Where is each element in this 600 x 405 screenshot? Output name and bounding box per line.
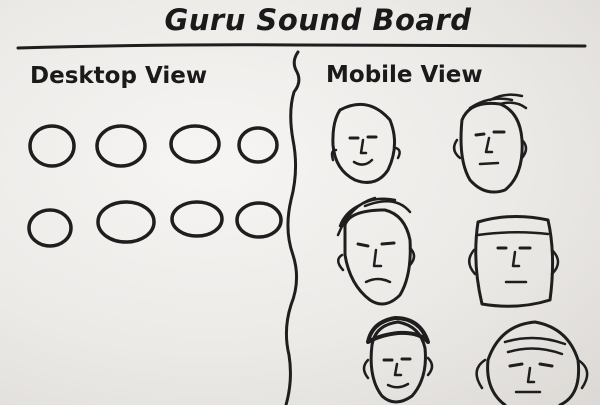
column-divider xyxy=(284,50,301,405)
sound-button[interactable] xyxy=(237,126,279,164)
header-divider xyxy=(16,43,587,50)
sound-button[interactable] xyxy=(235,201,283,239)
desktop-view-label: Desktop View xyxy=(30,63,207,89)
sound-button[interactable] xyxy=(27,208,73,248)
desktop-button-grid xyxy=(27,124,283,248)
sound-button[interactable] xyxy=(96,200,156,244)
spiky-hair-face[interactable] xyxy=(452,93,528,194)
sound-button[interactable] xyxy=(170,200,224,238)
long-hair-face[interactable] xyxy=(336,196,416,306)
mobile-view-label: Mobile View xyxy=(326,62,483,88)
sound-button[interactable] xyxy=(28,124,76,168)
balding-wrinkled-face[interactable] xyxy=(475,320,589,405)
curly-hair-face[interactable] xyxy=(362,316,434,404)
sound-button[interactable] xyxy=(95,124,147,168)
mobile-face-grid xyxy=(330,93,589,405)
square-head-face[interactable] xyxy=(468,214,560,308)
sound-button[interactable] xyxy=(169,124,221,164)
page-title: Guru Sound Board xyxy=(164,3,471,37)
bald-round-face[interactable] xyxy=(330,102,401,184)
